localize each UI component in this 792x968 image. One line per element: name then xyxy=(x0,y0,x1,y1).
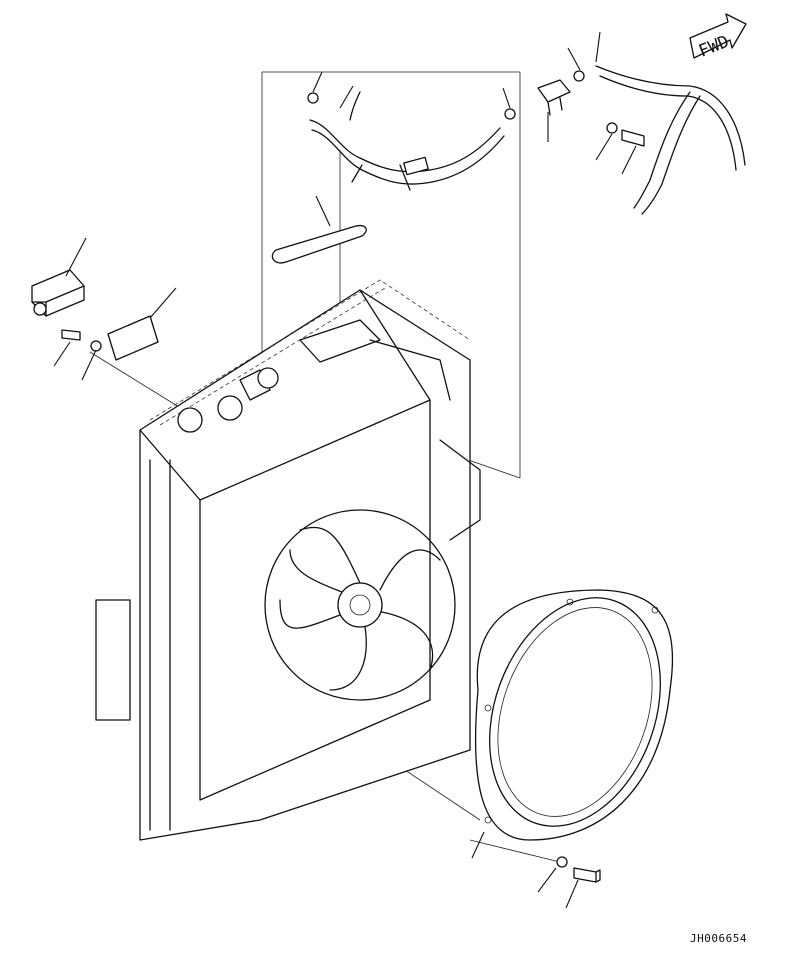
bolt-upper-right xyxy=(606,122,645,147)
bolt-left xyxy=(61,329,102,352)
upper-hose-assembly xyxy=(309,91,505,191)
cooling-fan xyxy=(264,509,456,701)
radiator-assembly xyxy=(95,279,481,841)
sensor-bracket xyxy=(107,315,159,361)
sensor-connector xyxy=(31,269,85,317)
shroud-ring xyxy=(474,589,674,841)
right-hose-assembly xyxy=(537,65,746,215)
nut-upper-left xyxy=(307,92,319,104)
leader-lines xyxy=(53,31,637,909)
drawing-code: JH006654 xyxy=(690,932,747,945)
nut-upper-middle xyxy=(504,108,516,120)
fwd-arrow-icon: FWD xyxy=(689,13,747,62)
bolt-bottom xyxy=(556,856,601,883)
gasket-strip xyxy=(271,224,367,264)
